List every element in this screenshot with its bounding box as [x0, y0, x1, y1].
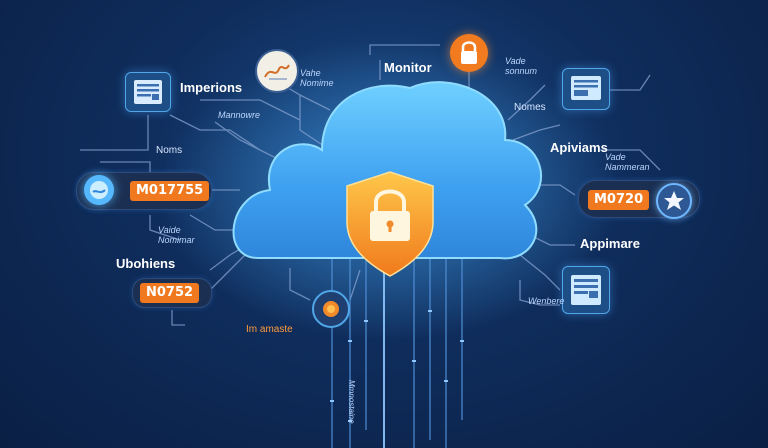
signature-circle: [255, 49, 299, 93]
padlock-icon: [461, 41, 477, 64]
left-bottom-code: N0752: [140, 283, 200, 303]
label-vertical-stream: Mmnostaine: [347, 380, 356, 424]
label-ubohiens: Ubohiens: [116, 256, 176, 271]
label-apivisams: Apiviams: [550, 140, 608, 155]
label-vaide-left: Vaide Nomimar: [158, 225, 195, 245]
cloud-shape: [232, 81, 543, 260]
center-shield: [346, 171, 434, 277]
label-wenber: Wenbere: [528, 296, 565, 306]
label-nomes-left: Noms: [156, 145, 183, 156]
label-vade-right: Vade Nammeran: [605, 152, 650, 172]
star-icon: [664, 191, 684, 210]
label-nomes-right: Nomes: [514, 102, 546, 113]
bottom-sun-circle: [312, 290, 350, 328]
document-card-icon: [134, 80, 162, 104]
server-card-icon: [571, 275, 601, 305]
label-impressions: Imperions: [180, 80, 243, 95]
label-vahe-top-left: Vahe Nomime: [300, 68, 334, 88]
left-top-code: M017755: [130, 181, 210, 201]
right-server-card: [562, 266, 610, 314]
top-lock-circle: [450, 34, 488, 72]
sun-icon: [323, 301, 339, 317]
right-monitor-card: [562, 68, 610, 110]
left-document-card: [125, 72, 171, 112]
water-drop-icon: [90, 181, 108, 199]
label-monitor: Monitor: [384, 60, 432, 75]
label-appimare: Appimare: [580, 236, 640, 251]
label-im-amaste: Im amaste: [246, 324, 293, 335]
label-mannowre: Mannowre: [218, 110, 261, 120]
right-code: M0720: [588, 190, 650, 210]
monitor-card-icon: [571, 76, 601, 100]
right-star-circle: [656, 183, 692, 219]
left-water-circle: [84, 175, 114, 205]
signature-icon: [264, 64, 290, 80]
label-vahe-top-right: Vade sonnum: [505, 56, 538, 76]
